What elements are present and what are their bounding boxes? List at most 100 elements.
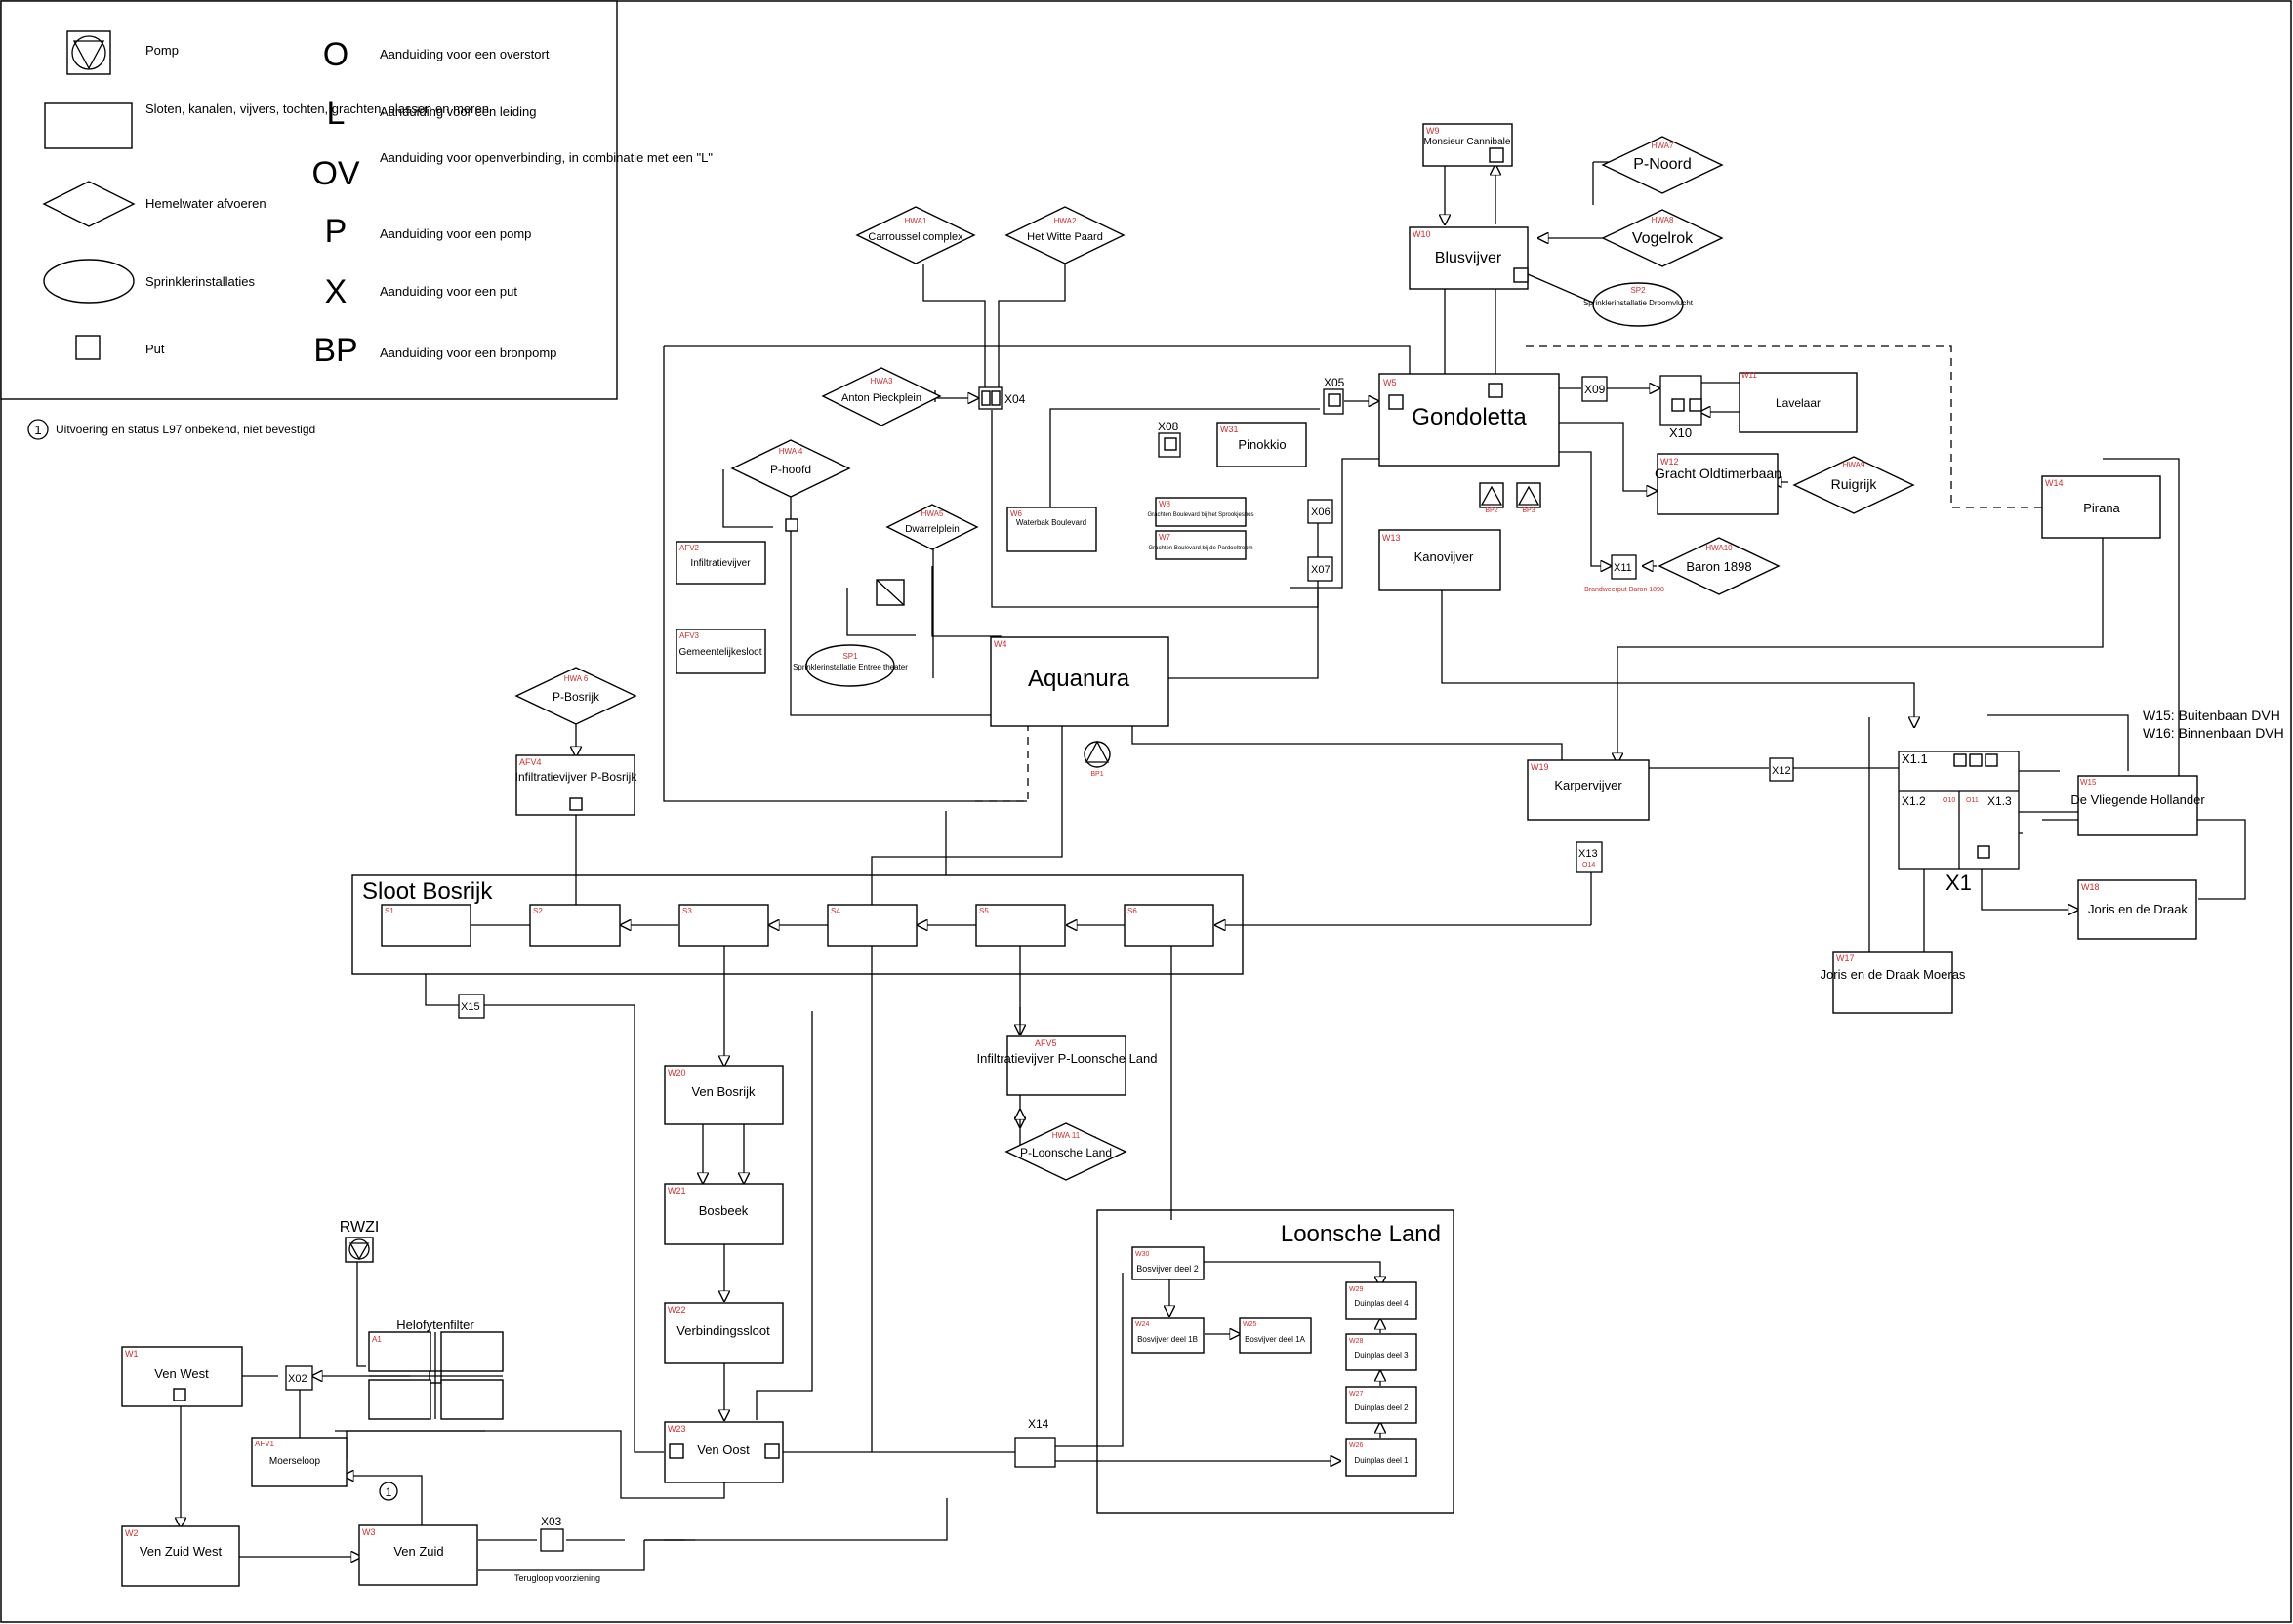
helofytenfilter: Helofytenfilter A1 [368, 1318, 504, 1420]
hwa8-diamond [1601, 209, 1724, 267]
hwa11-name: P-Loonsche Land [1020, 1146, 1112, 1159]
svg-text:W17: W17 [1836, 954, 1855, 963]
side-note-w15: W15: Buitenbaan DVH [2143, 708, 2280, 723]
svg-text:X05: X05 [1324, 376, 1345, 389]
section-s4 [827, 904, 918, 947]
code-ov-label: Aanduiding voor openverbinding, in combi… [380, 150, 713, 165]
svg-text:X1.1: X1.1 [1902, 751, 1928, 766]
svg-text:W3: W3 [362, 1527, 376, 1537]
svg-text:HWA5: HWA5 [921, 509, 944, 518]
connections [181, 161, 2246, 1571]
water-w24 [1131, 1317, 1205, 1354]
svg-text:W28: W28 [1349, 1338, 1364, 1345]
svg-text:W18: W18 [2081, 882, 2100, 892]
water-w21 [664, 1183, 784, 1245]
section-s3 [678, 904, 769, 947]
legend-sprinkler-label: Sprinklerinstallaties [145, 274, 255, 289]
water-bodies: W9 Monsieur Cannibale W10 Blusvijver W5 … [121, 123, 2205, 1587]
water-w4-name: Aquanura [1028, 666, 1130, 692]
water-w9-name: Monsieur Cannibale [1424, 137, 1511, 147]
svg-text:BP1: BP1 [1090, 771, 1103, 778]
put-x09 [1581, 376, 1608, 402]
water-w28-name: Duinplas deel 3 [1354, 1351, 1409, 1360]
code-l-label: Aanduiding voor een leiding [380, 104, 536, 119]
svg-text:W15: W15 [2080, 778, 2097, 787]
sprinkler-icon [43, 259, 135, 304]
svg-text:AFV4: AFV4 [519, 757, 542, 767]
svg-text:O14: O14 [1582, 862, 1595, 869]
water-w11-name: Lavelaar [1776, 396, 1821, 410]
hwa1-name: Carroussel complex [868, 231, 963, 243]
svg-text:X1: X1 [1945, 871, 1972, 895]
code-x: X [325, 273, 348, 310]
hwa2-name: Het Witte Paard [1027, 231, 1103, 243]
svg-text:W26: W26 [1349, 1442, 1364, 1449]
water-w26 [1345, 1438, 1417, 1477]
put-x07 [1307, 556, 1333, 582]
svg-text:X12: X12 [1772, 765, 1791, 777]
brandweerput-label: Brandweerput Baron 1898 [1584, 587, 1664, 593]
water-w25-name: Bosvijver deel 1A [1245, 1335, 1305, 1344]
put-icon [75, 335, 101, 360]
water-afv5-name: Infiltratievijver P-Loonsche Land [977, 1051, 1158, 1066]
pump-icon [1977, 845, 1990, 859]
svg-text:X04: X04 [1004, 392, 1026, 406]
footnote-text: Uitvoering en status L97 onbekend, niet … [56, 423, 315, 436]
water-w24-name: Bosvijver deel 1B [1137, 1335, 1198, 1344]
water-w23-name: Ven Oost [697, 1442, 750, 1457]
area-loonsche-land-title: Loonsche Land [1281, 1221, 1441, 1247]
legend-hwa-label: Hemelwater afvoeren [145, 196, 266, 211]
water-afv4-name: Infiltratievijver P-Bosrijk [515, 770, 638, 784]
pump-icon [569, 797, 583, 811]
water-w19 [1527, 759, 1650, 821]
svg-text:S1: S1 [385, 907, 394, 915]
footnote-marker-diagram [379, 1482, 398, 1501]
sprinkler-sp2 [1592, 282, 1684, 327]
water-w18-name: Joris en de Draak [2088, 902, 2188, 916]
hwa5-diamond [885, 504, 979, 550]
svg-text:W12: W12 [1660, 457, 1679, 467]
water-w14 [2041, 475, 2161, 539]
hemelwater-afvoeren: HWA1 Carroussel complex HWA2 Het Witte P… [514, 136, 1915, 1181]
water-w6 [1006, 507, 1097, 552]
water-w13-name: Kanovijver [1414, 549, 1474, 564]
svg-text:SP2: SP2 [1630, 286, 1646, 295]
water-body-icon [44, 102, 133, 149]
svg-text:W6: W6 [1010, 509, 1023, 518]
svg-text:BP3: BP3 [1522, 508, 1535, 514]
svg-text:X14: X14 [1028, 1417, 1049, 1431]
svg-text:HWA8: HWA8 [1652, 216, 1674, 224]
bp1-pump-icon [1084, 741, 1111, 768]
svg-text:X11: X11 [1614, 562, 1632, 574]
pump-icon [173, 1388, 186, 1401]
water-afv1 [251, 1437, 348, 1487]
svg-text:W24: W24 [1135, 1321, 1150, 1328]
sprinkler-sp1 [805, 644, 895, 687]
section-s2 [529, 904, 621, 947]
pump-icon [1985, 753, 1998, 767]
pump-icon [1953, 753, 1967, 767]
svg-text:HWA1: HWA1 [905, 217, 927, 225]
svg-text:W20: W20 [668, 1068, 686, 1077]
hwa4-name: P-hoofd [770, 463, 811, 476]
code-l: L [327, 95, 346, 132]
hwa6-name: P-Bosrijk [553, 690, 600, 704]
hemelwater-icon [42, 181, 136, 227]
svg-text:S5: S5 [979, 907, 989, 915]
water-w6-name: Waterbak Boulevard [1016, 518, 1086, 527]
area-sloot-bosrijk-title: Sloot Bosrijk [362, 878, 493, 905]
water-w12-name: Gracht Oldtimerbaan [1655, 466, 1781, 481]
water-w13 [1378, 529, 1501, 591]
svg-text:HWA3: HWA3 [871, 377, 893, 386]
hwa9-name: Ruigrijk [1831, 476, 1878, 492]
svg-text:W9: W9 [1426, 126, 1440, 136]
pump-icon [1513, 267, 1529, 283]
hwa10-diamond [1658, 537, 1781, 595]
water-w22 [664, 1302, 784, 1364]
water-w19-name: Karpervijver [1554, 778, 1622, 792]
svg-text:X02: X02 [288, 1373, 307, 1385]
put-x06 [1307, 499, 1333, 524]
code-p: P [325, 213, 348, 250]
svg-text:W4: W4 [994, 639, 1007, 649]
